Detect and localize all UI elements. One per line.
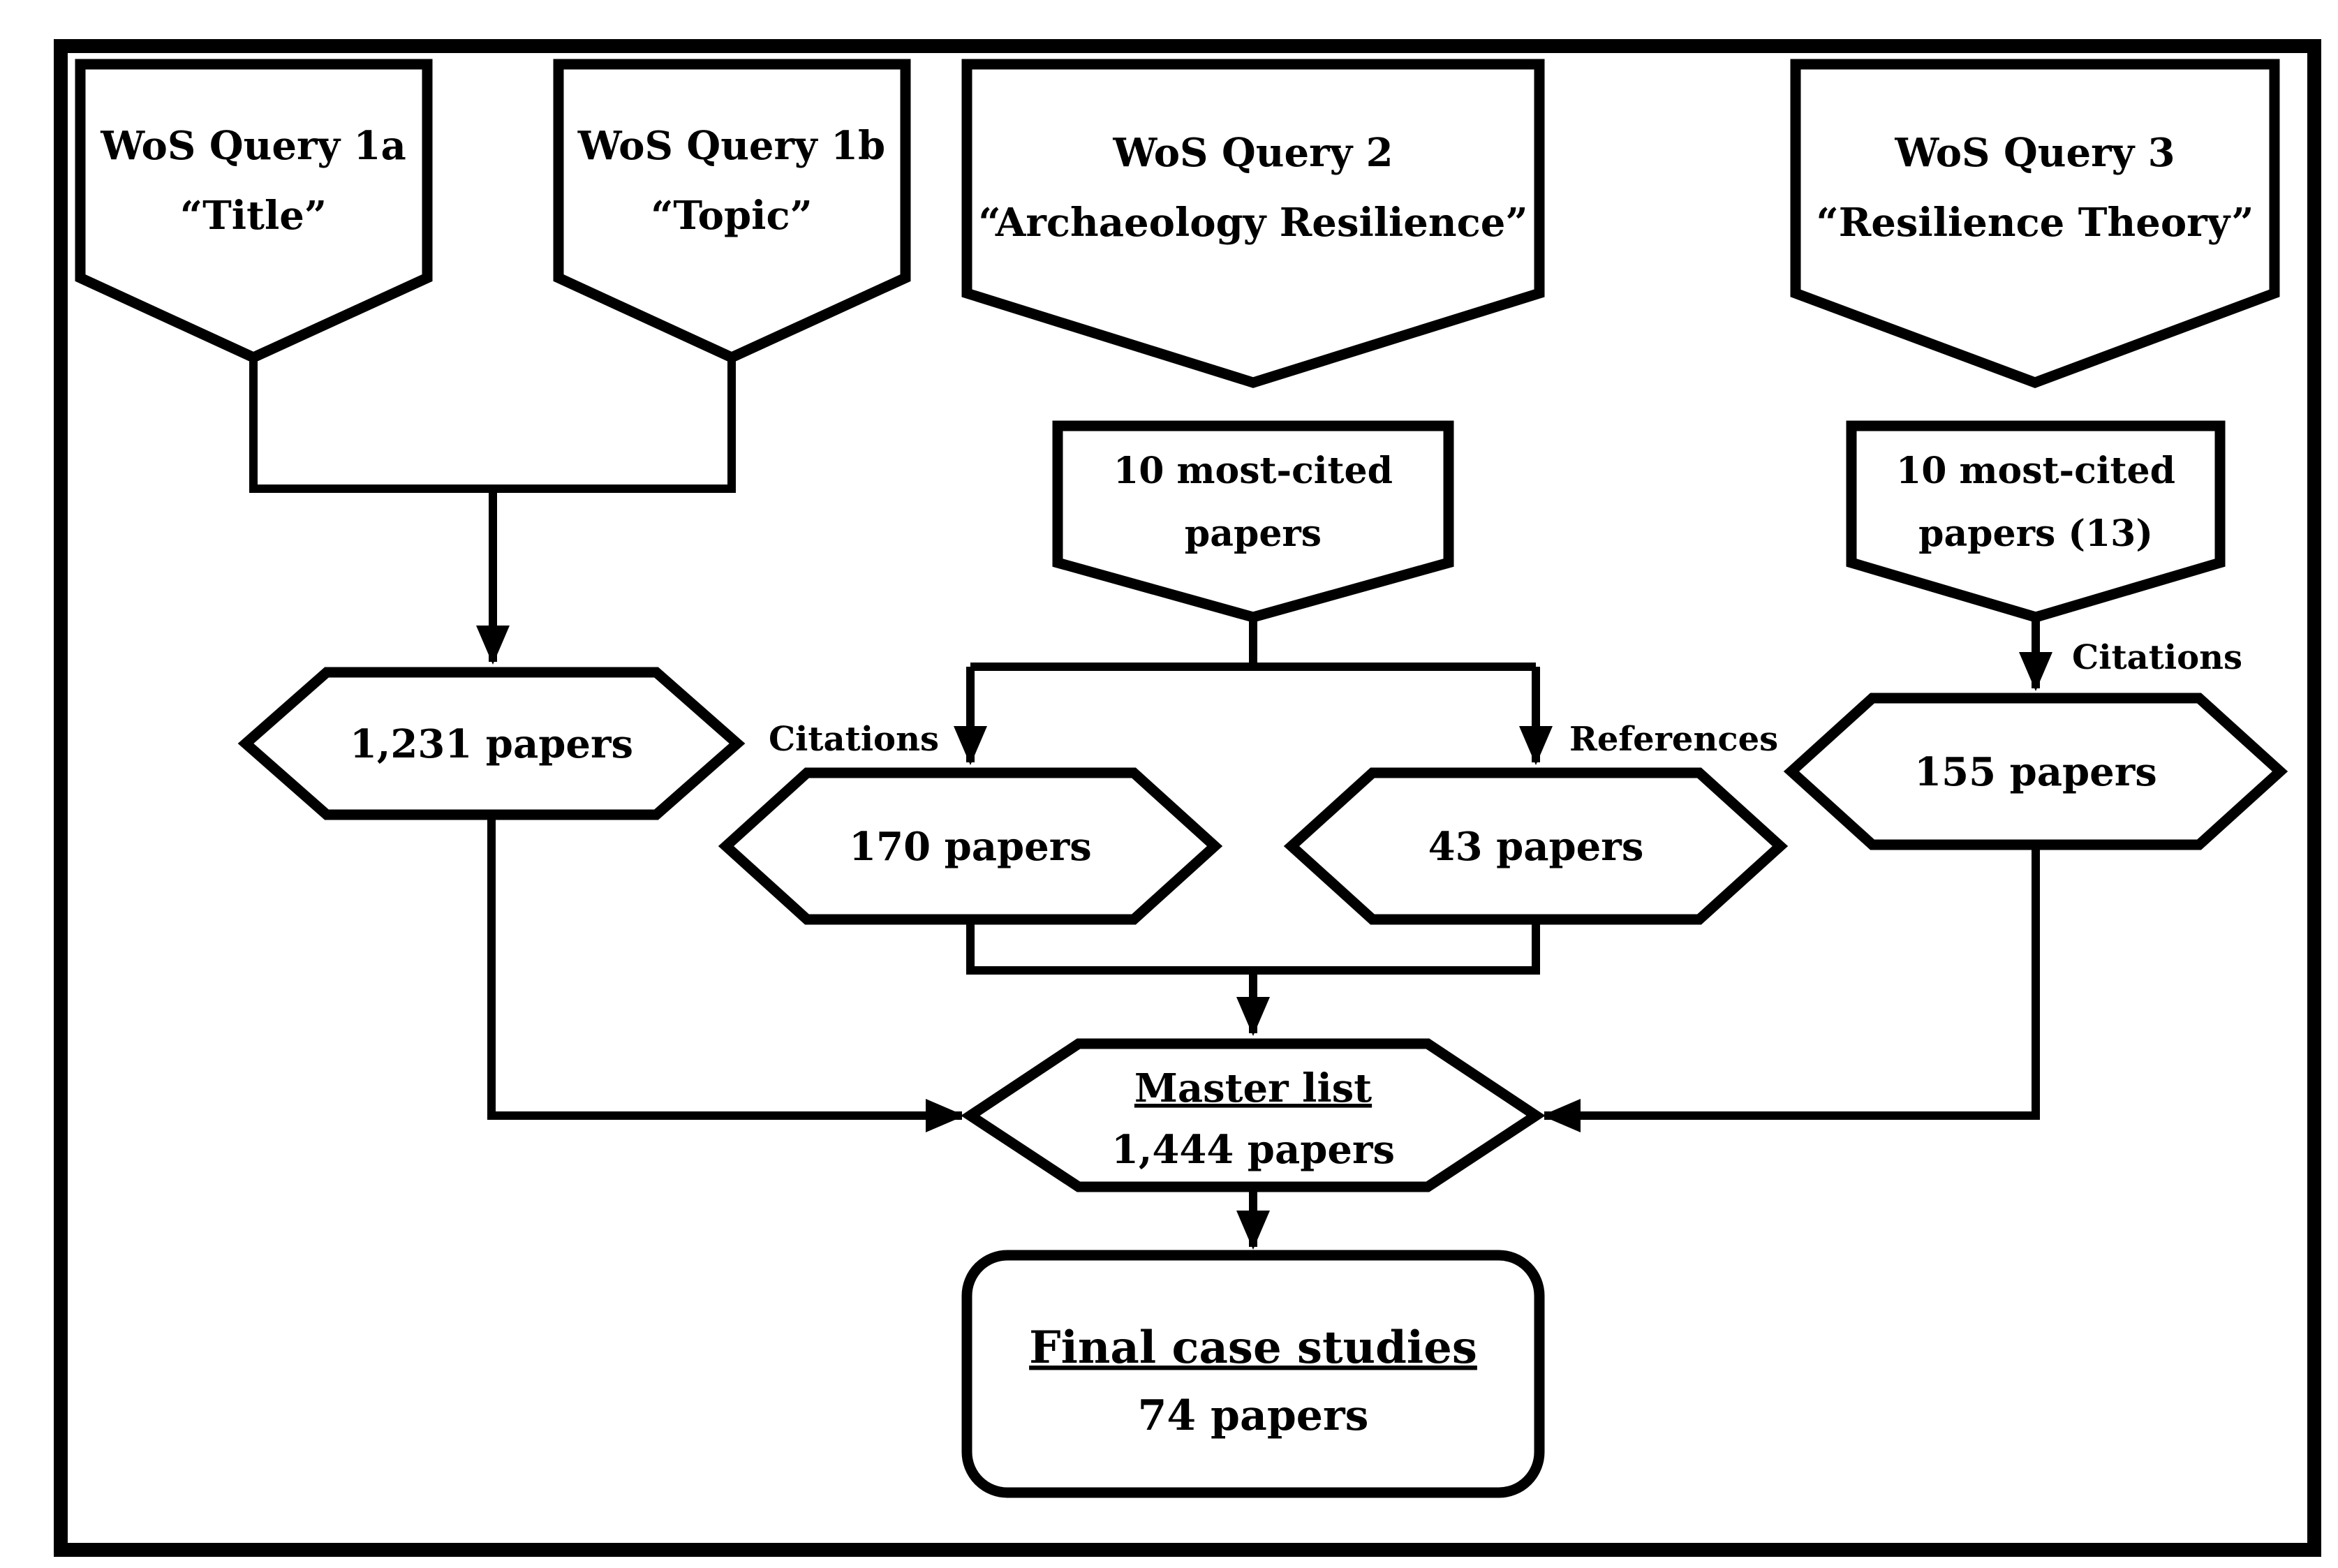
- master-list-line2: 1,444 papers: [1111, 1127, 1395, 1173]
- papers-170-shape: [718, 767, 1223, 925]
- wos-query-1b-line2: “Topic”: [651, 193, 813, 239]
- wos-query-3-shape: [1790, 59, 2280, 389]
- node-wos-query-2: WoS Query 2 “Archaeology Resilience”: [961, 59, 1545, 388]
- papers-170-label: 170 papers: [849, 824, 1092, 870]
- final-case-studies-shape: [961, 1250, 1545, 1498]
- node-wos-query-3: WoS Query 3 “Resilience Theory”: [1790, 59, 2280, 389]
- edge-label-citations-query2: Citations: [769, 720, 939, 759]
- wos-query-3-line2: “Resilience Theory”: [1817, 200, 2254, 246]
- most-cited-query3-line2: papers (13): [1918, 512, 2153, 555]
- node-wos-query-1a: WoS Query 1a “Title”: [75, 59, 433, 364]
- edge-155-to-master-arrow: [1541, 845, 2040, 1132]
- papers-43-shape: [1283, 767, 1789, 925]
- wos-query-1b-line1: WoS Query 1b: [577, 123, 885, 169]
- wos-query-2-line1: WoS Query 2: [1112, 130, 1393, 176]
- node-papers-155: 155 papers: [1783, 693, 2288, 850]
- edge-170-43-merge: [966, 919, 1540, 975]
- most-cited-query3-line1: 10 most-cited: [1896, 450, 2175, 492]
- wos-query-2-line2: “Archaeology Resilience”: [978, 200, 1527, 246]
- wos-query-1a-line2: “Title”: [180, 193, 327, 239]
- master-list-line1: Master list: [1134, 1065, 1372, 1111]
- papers-1231-shape: [237, 667, 746, 820]
- most-cited-query2-shape: [1052, 420, 1454, 623]
- node-most-cited-query3: 10 most-cited papers (13): [1846, 420, 2226, 623]
- edge-1231-to-master-arrow: [487, 815, 965, 1132]
- edge-label-references-query2: References: [1569, 720, 1778, 759]
- diagram-border: [54, 39, 2321, 1557]
- papers-1231-label: 1,231 papers: [350, 721, 633, 767]
- most-cited-query2-line1: 10 most-cited: [1113, 450, 1393, 492]
- wos-query-2-shape: [961, 59, 1545, 388]
- papers-155-shape: [1783, 693, 2288, 850]
- master-list-shape: [961, 1038, 1546, 1192]
- node-papers-1231: 1,231 papers: [237, 667, 746, 820]
- wos-query-3-line1: WoS Query 3: [1894, 130, 2175, 176]
- node-master-list: Master list 1,444 papers: [961, 1038, 1546, 1192]
- wos-query-1a-line1: WoS Query 1a: [100, 123, 406, 169]
- edge-query1-merge: [249, 357, 736, 493]
- wos-query-1a-shape: [75, 59, 433, 364]
- edge-label-citations-query3: Citations: [2072, 638, 2242, 677]
- node-wos-query-1b: WoS Query 1b “Topic”: [553, 59, 911, 364]
- most-cited-query3-shape: [1846, 420, 2226, 623]
- node-papers-170: 170 papers: [718, 767, 1223, 925]
- node-final-case-studies: Final case studies 74 papers: [961, 1250, 1545, 1498]
- edge-mostcited2-split: [970, 616, 1536, 671]
- papers-155-label: 155 papers: [1914, 749, 2157, 795]
- wos-query-1b-shape: [553, 59, 911, 364]
- node-most-cited-query2: 10 most-cited papers: [1052, 420, 1454, 623]
- most-cited-query2-line2: papers: [1185, 512, 1322, 555]
- final-case-studies-line1: Final case studies: [1029, 1322, 1477, 1374]
- papers-43-label: 43 papers: [1428, 824, 1644, 870]
- final-case-studies-line2: 74 papers: [1138, 1391, 1369, 1440]
- node-papers-43: 43 papers: [1283, 767, 1789, 925]
